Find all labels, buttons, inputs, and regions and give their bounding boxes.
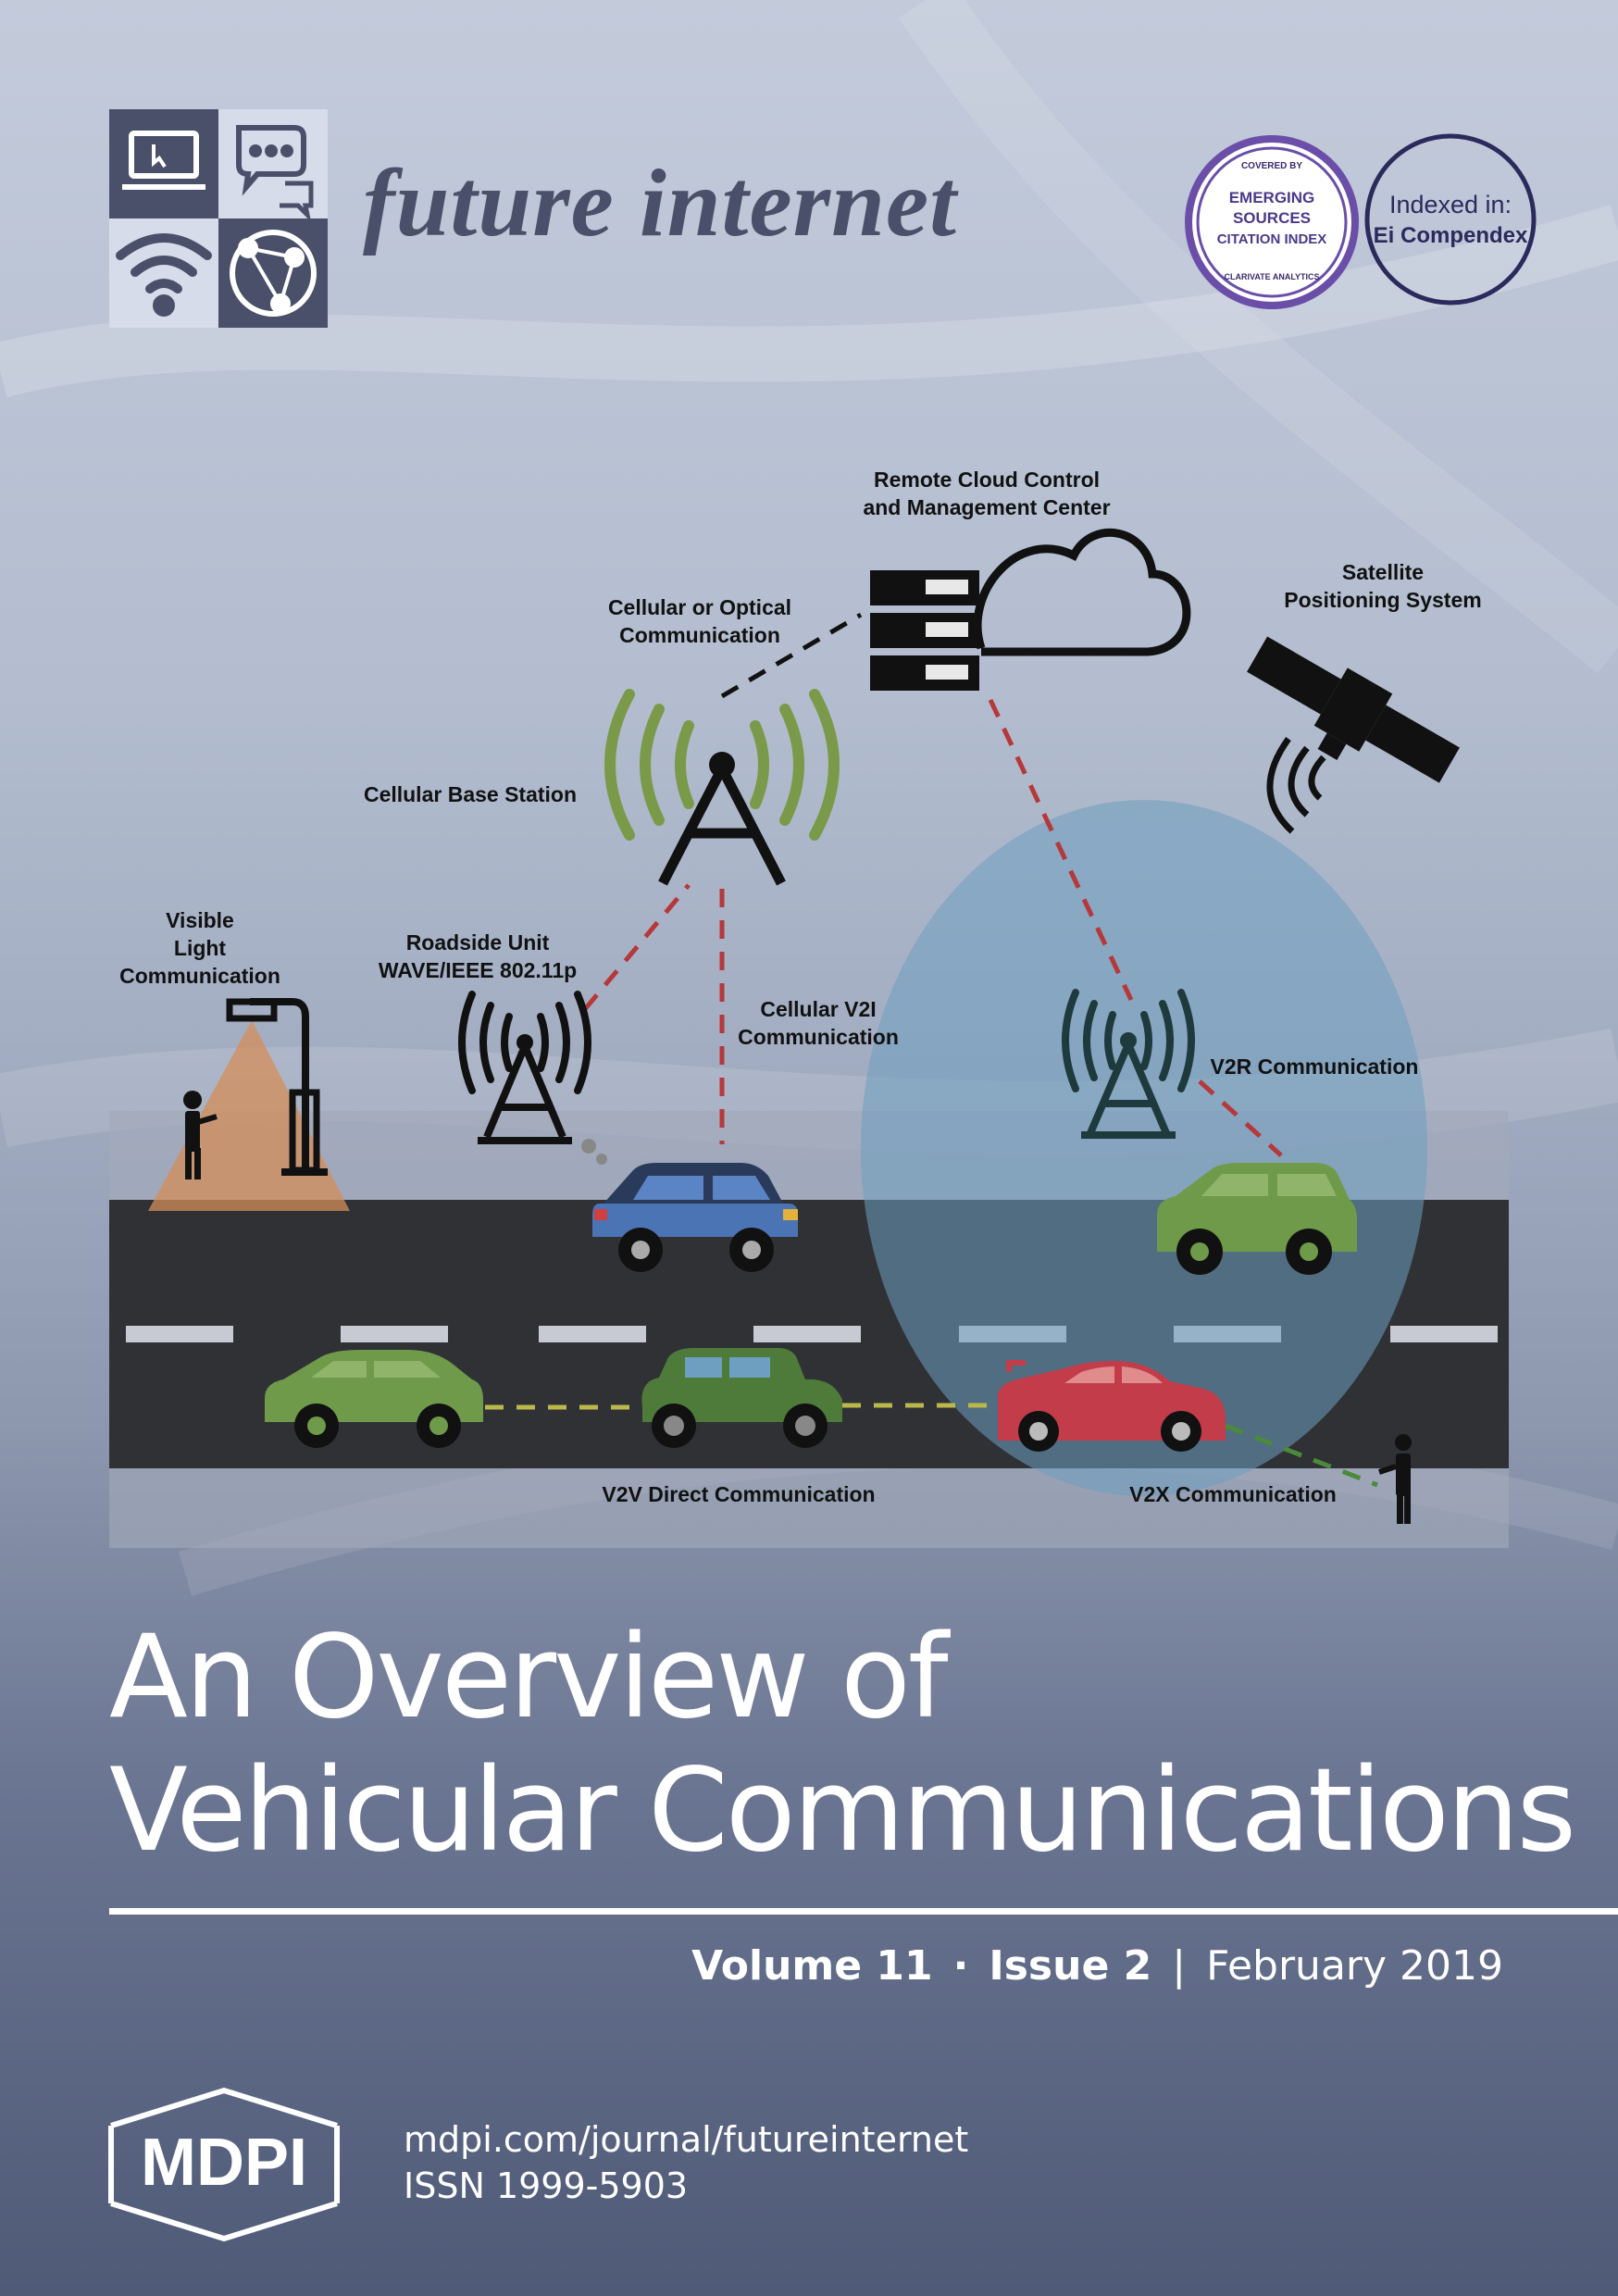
- esci-top-text: COVERED BY: [1241, 161, 1302, 171]
- roadside-unit-icon: [458, 991, 591, 1144]
- label-rsu-line1: Roadside Unit: [406, 930, 550, 955]
- streetlight-icon: [148, 998, 350, 1211]
- label-optical-line2: Communication: [619, 623, 780, 647]
- label-satellite-line1: Satellite: [1342, 560, 1424, 584]
- ei-compendex-badge: Indexed in: Ei Compendex: [1364, 133, 1537, 306]
- chat-icon: [236, 125, 314, 222]
- esci-badge: COVERED BY EMERGING SOURCES CITATION IND…: [1185, 135, 1359, 309]
- label-v2x: V2X Communication: [1129, 1482, 1337, 1506]
- satellite-icon: [1247, 636, 1460, 834]
- journal-url[interactable]: mdpi.com/journal/futureinternet: [404, 2119, 969, 2160]
- cloud-server-icon: [870, 528, 1191, 691]
- blue-car-icon: [581, 1139, 798, 1272]
- issue-date: February 2019: [1206, 1942, 1503, 1990]
- esci-line3: CITATION INDEX: [1217, 231, 1327, 247]
- wifi-icon: [116, 233, 212, 317]
- vehicular-communication-diagram: Remote Cloud Control and Management Cent…: [109, 468, 1509, 1548]
- mdpi-logo: MDPI: [108, 2087, 340, 2242]
- issue-info: Volume 11 · Issue 2 | February 2019: [691, 1939, 1503, 1994]
- rsu-to-base-link: [583, 883, 691, 1011]
- laptop-icon: [122, 131, 205, 190]
- v2r-coverage-circle: [861, 800, 1427, 1496]
- article-title: An Overview of Vehicular Communications: [109, 1611, 1576, 1878]
- cloud-to-v2r-link: [988, 698, 1134, 1002]
- label-base-station: Cellular Base Station: [364, 782, 577, 806]
- pedestrian-icon-right: [1378, 1434, 1412, 1524]
- label-satellite-line2: Positioning System: [1284, 588, 1481, 612]
- issn: ISSN 1999-5903: [404, 2165, 689, 2206]
- ei-line1: Indexed in:: [1389, 191, 1512, 218]
- title-divider-rule: [109, 1908, 1618, 1915]
- label-v2i-line2: Communication: [738, 1025, 899, 1049]
- red-sports-car-icon: [997, 1360, 1226, 1452]
- label-vlc-line3: Communication: [119, 964, 280, 988]
- issue-label: Issue 2: [989, 1942, 1152, 1990]
- label-cloud-line2: and Management Center: [863, 495, 1110, 519]
- label-v2r: V2R Communication: [1211, 1054, 1419, 1079]
- label-optical-line1: Cellular or Optical: [608, 595, 791, 619]
- label-v2i-line1: Cellular V2I: [760, 997, 876, 1021]
- esci-bottom-text: CLARIVATE ANALYTICS: [1224, 272, 1319, 281]
- v2r-tower-icon: [1062, 989, 1195, 1139]
- journal-logo: [109, 109, 328, 328]
- label-v2v: V2V Direct Communication: [602, 1482, 875, 1506]
- label-rsu-line2: WAVE/IEEE 802.11p: [379, 958, 577, 982]
- green-car-left-icon: [265, 1350, 483, 1448]
- label-vlc-line2: Light: [174, 936, 227, 960]
- publisher-info: mdpi.com/journal/futureinternet ISSN 199…: [404, 2116, 968, 2209]
- ei-line2: Ei Compendex: [1374, 223, 1528, 248]
- title-line1: An Overview of: [109, 1611, 949, 1744]
- globe-network-icon: [230, 230, 317, 317]
- green-car-v2r-icon: [1157, 1163, 1357, 1275]
- communication-links: [485, 612, 1378, 1488]
- pedestrian-icon: [183, 1091, 218, 1179]
- title-line2: Vehicular Communications: [109, 1744, 1576, 1878]
- mdpi-logo-text: MDPI: [141, 2126, 307, 2200]
- green-classic-car-icon: [641, 1348, 842, 1448]
- volume-label: Volume 11: [691, 1942, 933, 1990]
- issue-divider: |: [1172, 1942, 1187, 1990]
- label-cloud-line1: Remote Cloud Control: [874, 468, 1100, 492]
- esci-line2: SOURCES: [1233, 209, 1311, 227]
- v2r-to-car-link: [1198, 1079, 1283, 1157]
- label-vlc-line1: Visible: [166, 908, 234, 932]
- v2x-link: [1225, 1423, 1378, 1488]
- issue-dot: ·: [952, 1942, 969, 1990]
- cellular-base-station-icon: [604, 689, 840, 886]
- esci-line1: EMERGING: [1229, 189, 1315, 206]
- optical-link: [720, 612, 863, 699]
- journal-name: future internet: [363, 150, 957, 256]
- sidewalk-bottom: [109, 1468, 1509, 1548]
